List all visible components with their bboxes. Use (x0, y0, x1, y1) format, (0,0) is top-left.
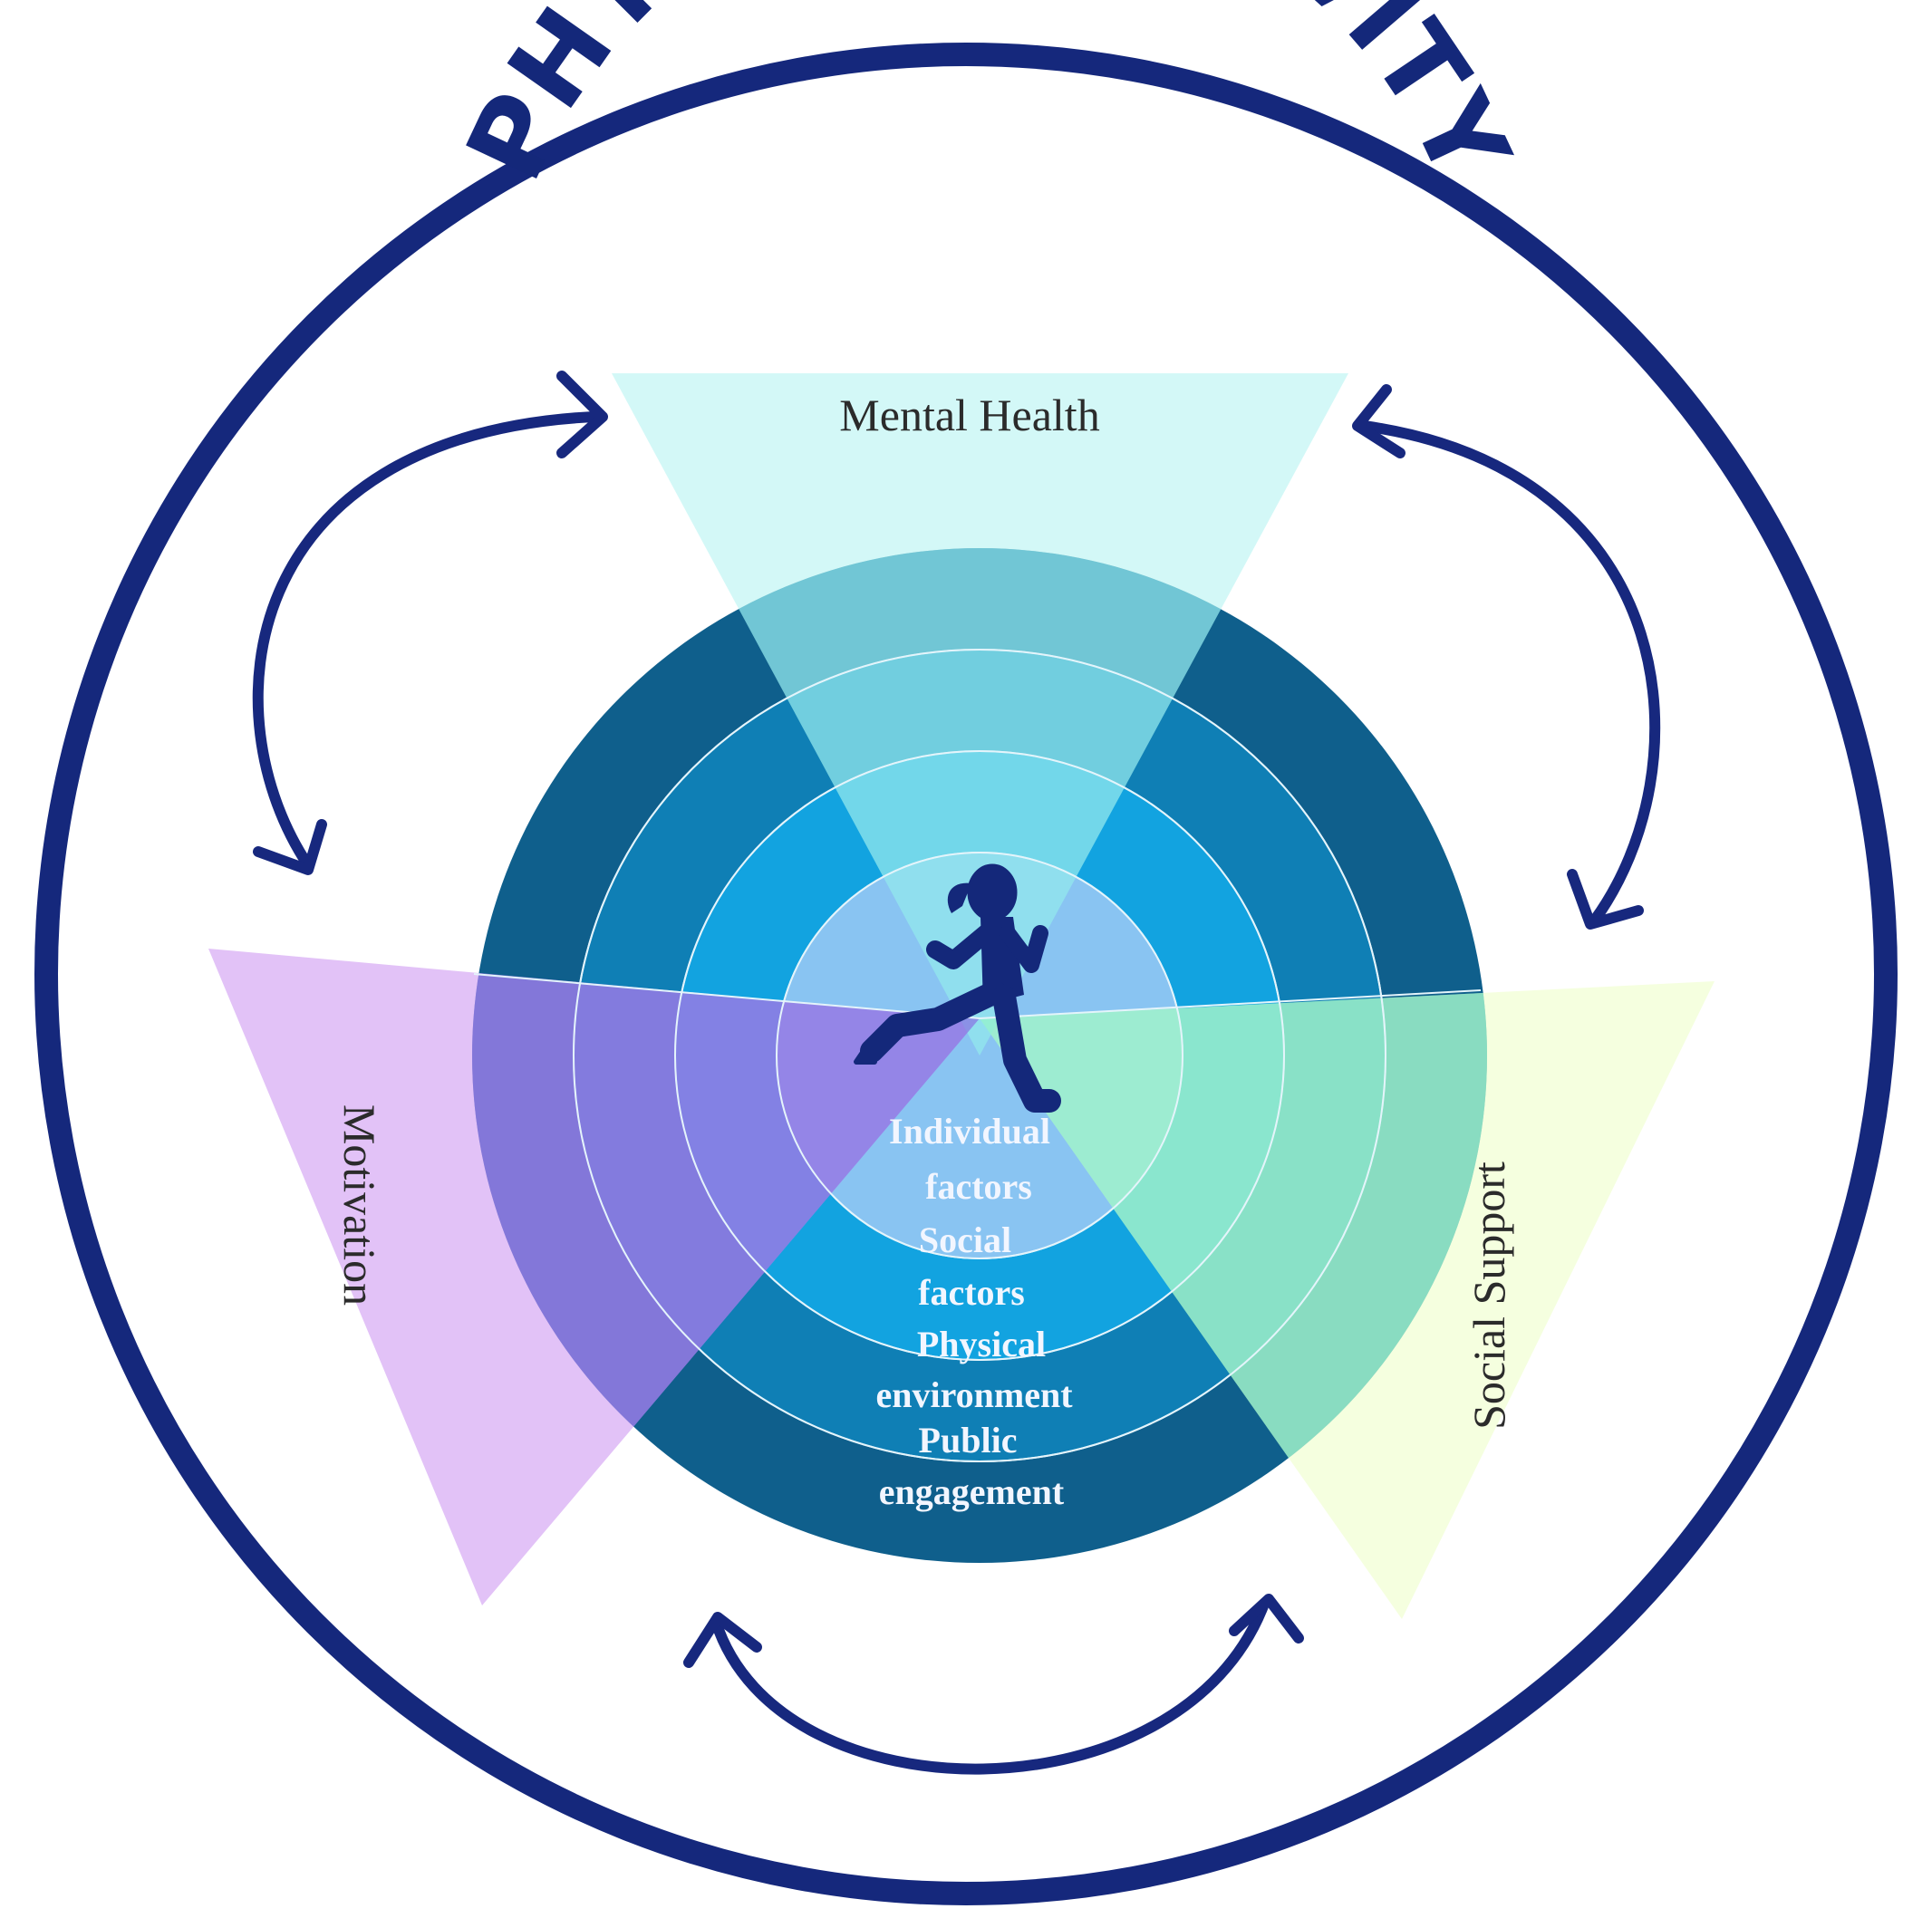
public-engagement-label-line2: engagement (879, 1471, 1065, 1512)
outer-ring (34, 43, 1898, 1905)
social-factors-label-line2: factors (918, 1272, 1025, 1313)
ring-outlines (573, 649, 1386, 1462)
social-factors-label-line1: Social (919, 1219, 1011, 1260)
public-engagement-label-line1: Public (919, 1420, 1018, 1460)
arrowhead-icon (683, 1612, 762, 1668)
social-support-label: Social Support (1463, 1162, 1514, 1430)
mental-health-triangle (612, 373, 1348, 1056)
arrow-right (1352, 384, 1661, 930)
arrowhead-icon (1567, 869, 1644, 930)
arrowhead-icon (1229, 1594, 1304, 1644)
arrowhead-icon (253, 819, 327, 875)
title-text: PHYSICAL ACTIVITY (442, 0, 1534, 199)
arrowhead-icon (1352, 384, 1406, 458)
diagram-title: PHYSICAL ACTIVITY (442, 0, 1534, 199)
double-headed-curved-arrow-icon (252, 411, 599, 871)
arrowhead-icon (556, 371, 608, 458)
arrow-bottom (683, 1594, 1304, 1775)
motivation-overlap (472, 949, 980, 1563)
runner-icon (854, 863, 1061, 1113)
segment-dividers (473, 973, 1482, 1019)
mental-health-overlap (612, 548, 1348, 1056)
double-headed-curved-arrow-icon (710, 1598, 1270, 1775)
double-headed-curved-arrow-icon (1358, 420, 1661, 925)
physical-environment-label-line2: environment (875, 1374, 1073, 1415)
physical-environment-label-line1: Physical (917, 1324, 1046, 1364)
mental-health-label: Mental Health (839, 390, 1099, 440)
arrow-left (252, 371, 608, 875)
individual-factors-label-line1: Individual (889, 1111, 1050, 1152)
motivation-label: Motivation (334, 1104, 385, 1306)
individual-factors-label-line2: factors (925, 1166, 1032, 1207)
